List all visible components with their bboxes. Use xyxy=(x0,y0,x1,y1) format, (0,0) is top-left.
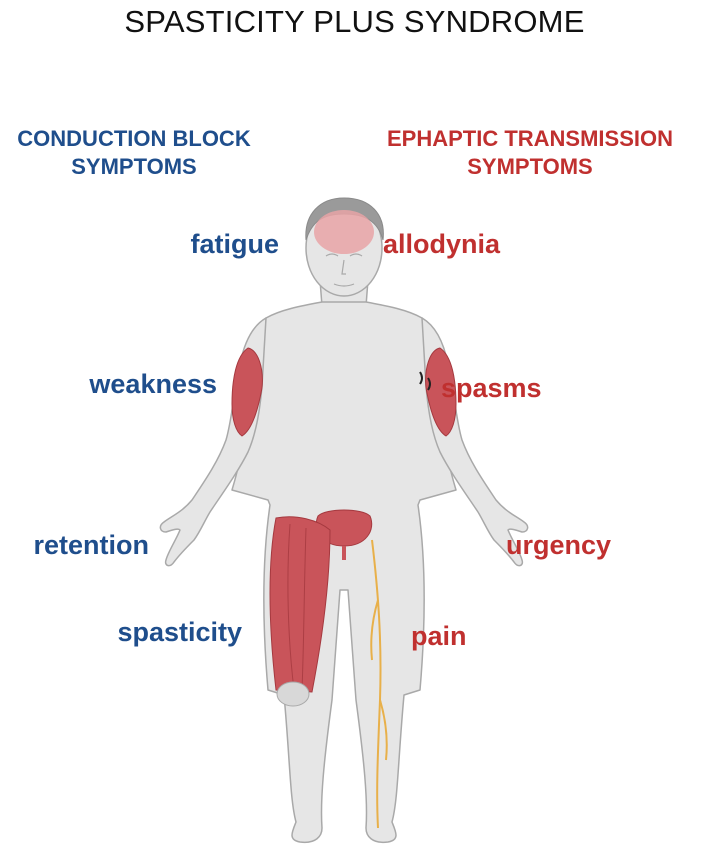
symptom-retention: retention xyxy=(33,530,149,560)
face-features xyxy=(325,253,363,287)
conduction-heading-line2: SYMPTOMS xyxy=(71,154,197,179)
left-knee xyxy=(276,681,310,707)
conduction-block-heading: CONDUCTION BLOCK SYMPTOMS xyxy=(0,125,268,181)
ephaptic-transmission-heading: EPHAPTIC TRANSMISSION SYMPTOMS xyxy=(360,125,700,181)
symptom-pain: pain xyxy=(411,621,467,651)
symptom-spasticity: spasticity xyxy=(117,617,242,647)
left-thigh-muscles xyxy=(269,516,331,693)
brain-highlight xyxy=(314,210,374,254)
sciatic-nerve xyxy=(370,539,388,829)
ephaptic-heading-line2: SYMPTOMS xyxy=(467,154,593,179)
conduction-heading-line1: CONDUCTION BLOCK xyxy=(17,126,251,151)
symptom-fatigue: fatigue xyxy=(190,229,279,259)
right-biceps-muscle xyxy=(425,347,457,437)
symptom-allodynia: allodynia xyxy=(383,229,501,259)
ephaptic-heading-line1: EPHAPTIC TRANSMISSION xyxy=(386,126,674,151)
left-biceps-muscle xyxy=(231,347,263,437)
symptom-weakness: weakness xyxy=(89,369,217,399)
diagram-title: SPASTICITY PLUS SYNDROME xyxy=(124,4,585,39)
symptom-spasms: spasms xyxy=(441,373,542,403)
symptom-urgency: urgency xyxy=(506,530,612,560)
spasm-marks xyxy=(419,371,431,391)
